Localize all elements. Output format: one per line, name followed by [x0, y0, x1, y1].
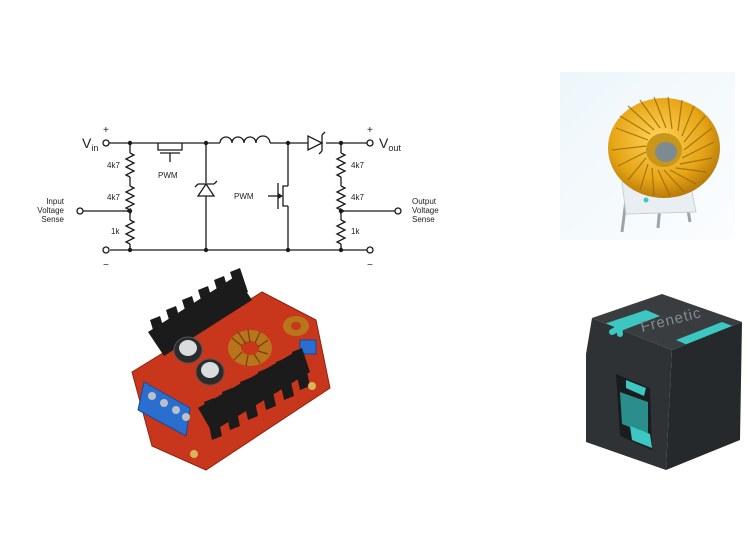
vin-minus: − [103, 260, 109, 271]
input-voltage-sense-label: Input Voltage Sense [37, 197, 64, 224]
vout-label: V [379, 135, 389, 151]
svg-text:Vin: Vin [82, 135, 98, 153]
output-diode [307, 134, 324, 152]
r-in-top-label: 4k7 [107, 161, 120, 170]
resistor-out-bot [335, 219, 347, 245]
pwm-label-mid: PWM [234, 192, 254, 201]
resistor-out-top [335, 152, 347, 178]
svg-text:Input: Input [46, 197, 65, 206]
inductor [219, 135, 271, 144]
svg-text:Vout: Vout [379, 135, 401, 153]
resistor-in-mid [124, 185, 136, 211]
heatsink-front [198, 348, 310, 440]
svg-text:Sense: Sense [412, 215, 435, 224]
r-in-mid-label: 4k7 [107, 193, 120, 202]
resistor-in-top [124, 152, 136, 178]
pwm-label-top: PWM [158, 171, 178, 180]
svg-text:Voltage: Voltage [37, 206, 64, 215]
vout-plus: + [367, 125, 373, 136]
vout-subscript: out [388, 143, 401, 153]
r-out-mid-label: 4k7 [351, 193, 364, 202]
r-out-bot-label: 1k [351, 227, 360, 236]
resistor-in-bot [124, 219, 136, 245]
svg-text:Sense: Sense [41, 215, 64, 224]
vin-subscript: in [91, 143, 98, 153]
r-in-bot-label: 1k [111, 227, 120, 236]
vin-label: V [82, 135, 92, 151]
svg-text:Voltage: Voltage [412, 206, 439, 215]
vout-minus: − [367, 260, 373, 271]
heatsink-back [148, 268, 252, 356]
resistor-out-mid [335, 185, 347, 211]
pcb-inductor [228, 316, 309, 367]
svg-text:Output: Output [412, 197, 437, 206]
r-out-top-label: 4k7 [351, 161, 364, 170]
output-voltage-sense-label: Output Voltage Sense [412, 197, 439, 224]
vin-plus: + [103, 125, 109, 136]
